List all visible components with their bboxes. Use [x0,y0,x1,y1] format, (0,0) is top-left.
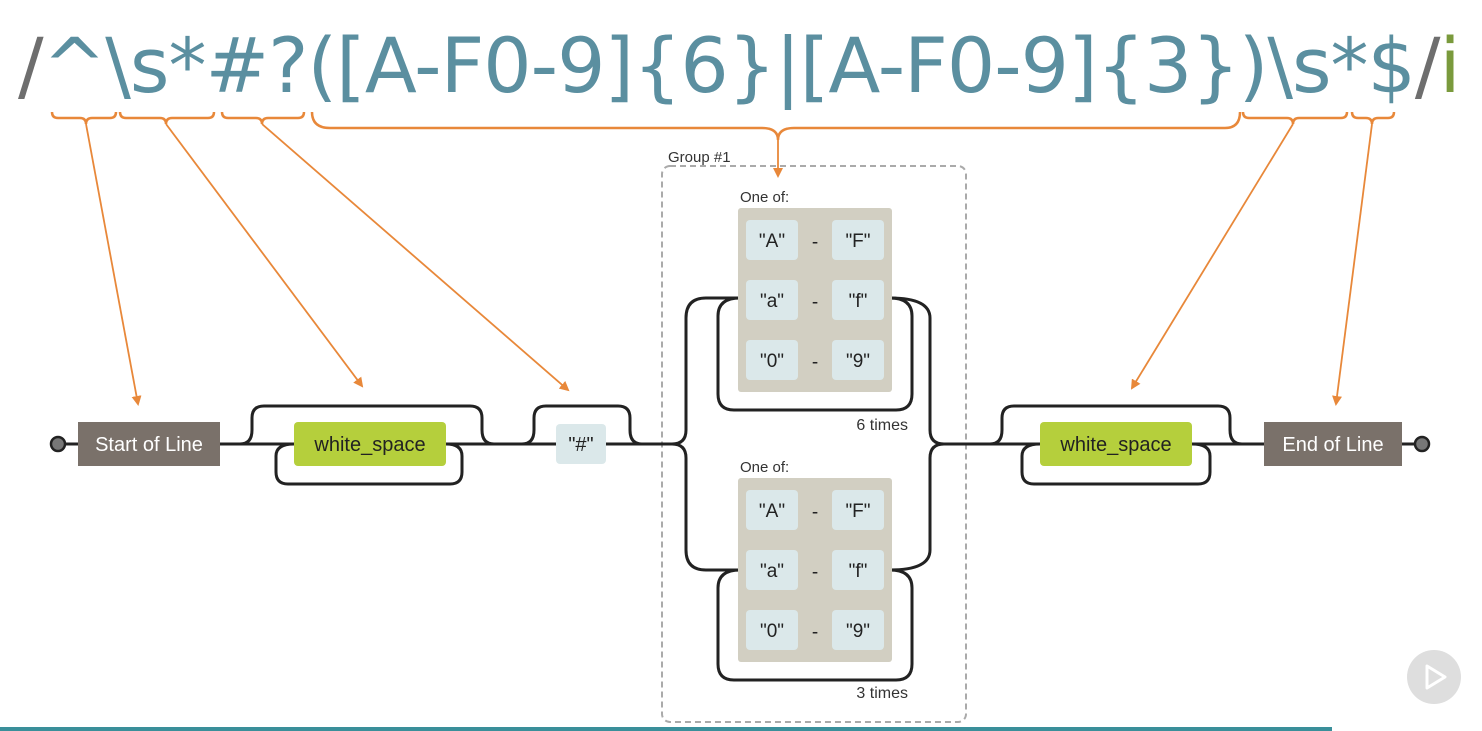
end-terminal [1413,435,1431,453]
top-range-to-box-0 [832,220,884,260]
bottom-range-from-1: "a" [760,561,784,582]
top-range-dash-2: - [812,352,818,373]
end-of-line-box [1264,422,1402,466]
bottom-range-from-box-0 [746,490,798,530]
bottom-range-to-box-0 [832,490,884,530]
start-of-line-box [78,422,220,466]
play-icon [1425,664,1447,690]
top-range-from-1: "a" [760,291,784,312]
regex-braces [50,111,1396,141]
bottom-range-to-box-2 [832,610,884,650]
top-range-from-2: "0" [760,351,784,372]
top-range-to-box-1 [832,280,884,320]
top-range-dash-1: - [812,292,818,313]
bottom-range-to-0: "F" [845,501,870,522]
regex-anchor-end: $ [1367,21,1416,110]
regex-group: ([A-F0-9]{6}|[A-F0-9]{3}) [307,21,1269,110]
start-terminal [49,435,67,453]
bottom-range-to-box-1 [832,550,884,590]
white-space-label-1: white_space [313,434,425,456]
bottom-range-from-box-2 [746,610,798,650]
hash-literal-label: "#" [568,434,593,456]
top-range-to-1: "f" [849,291,868,312]
bottom-range-from-box-1 [746,550,798,590]
white-space-box-2 [1040,422,1192,466]
start-of-line-label: Start of Line [95,434,203,456]
regex-close-slash: / [1414,21,1441,110]
bottom-range-dash-1: - [812,562,818,583]
bottom-range-from-2: "0" [760,621,784,642]
regex-whitespace-2: \s* [1267,21,1368,110]
repeat-6-label: 6 times [856,417,908,434]
regex-hash-optional: #? [205,21,309,110]
top-range-to-box-2 [832,340,884,380]
top-range-from-box-0 [746,220,798,260]
explanation-arrows [85,123,1373,406]
regex-anchor-start: ^ [42,21,107,110]
end-of-line-label: End of Line [1282,434,1383,456]
bottom-range-to-1: "f" [849,561,868,582]
one-of-label-top: One of: [740,189,789,206]
bottom-range-from-0: "A" [759,501,785,522]
play-button[interactable] [1407,650,1461,704]
white-space-label-2: white_space [1059,434,1171,456]
top-range-from-box-1 [746,280,798,320]
char-class-ranges-top: "A" - "F" "a" - "f" "0" - "9" [746,220,884,380]
repeat-3-label: 3 times [856,685,908,702]
bottom-range-dash-2: - [812,622,818,643]
char-class-ranges-bottom: "A" - "F" "a" - "f" "0" - "9" [746,490,884,650]
bottom-range-to-2: "9" [846,621,870,642]
regex-whitespace-1: \s* [105,21,206,110]
hash-literal-box [556,424,606,464]
top-range-to-2: "9" [846,351,870,372]
top-range-dash-0: - [812,232,818,253]
top-range-from-box-2 [746,340,798,380]
regex-flag: i [1439,21,1461,110]
regex-open-slash: / [18,21,44,110]
white-space-box-1 [294,422,446,466]
one-of-label-bottom: One of: [740,459,789,476]
group-label: Group #1 [668,149,731,166]
bottom-range-dash-0: - [812,502,818,523]
rail-lines [62,296,1418,682]
top-range-from-0: "A" [759,231,785,252]
regex-expression: /^\s*#?([A-F0-9]{6}|[A-F0-9]{3})\s*$/i [18,16,1461,116]
bottom-progress-bar [0,727,1332,731]
top-range-to-0: "F" [845,231,870,252]
